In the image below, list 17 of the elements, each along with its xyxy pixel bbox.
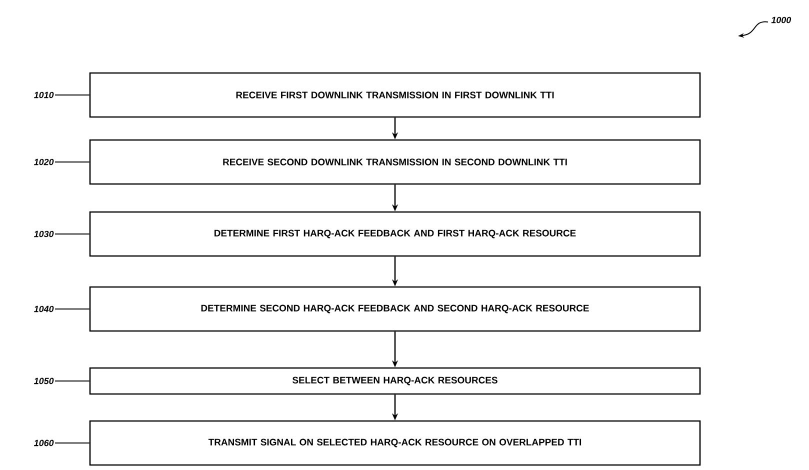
process-box: RECEIVE SECOND DOWNLINK TRANSMISSION IN SECOND DOWNLINK TTI — [89, 139, 701, 185]
process-box: RECEIVE FIRST DOWNLINK TRANSMISSION IN FIRST DOWNLINK TTI — [89, 72, 701, 118]
leader-line — [54, 94, 90, 96]
leader-line — [54, 442, 90, 444]
process-box: DETERMINE SECOND HARQ-ACK FEEDBACK AND SECOND HARQ-ACK RESOURCE — [89, 286, 701, 332]
process-box: SELECT BETWEEN HARQ-ACK RESOURCES — [89, 367, 701, 395]
process-box: TRANSMIT SIGNAL ON SELECTED HARQ-ACK RESOURCE ON OVERLAPPED TTI — [89, 420, 701, 466]
reference-numeral: 1010 — [34, 92, 54, 98]
reference-numeral: 1050 — [34, 378, 54, 384]
figure-number: 1000 — [771, 16, 792, 24]
leader-line — [54, 308, 90, 310]
process-box: DETERMINE FIRST HARQ-ACK FEEDBACK AND FIRST HARQ-ACK RESOURCE — [89, 211, 701, 257]
reference-numeral: 1030 — [34, 230, 54, 238]
reference-numeral: 1040 — [34, 306, 54, 312]
reference-numeral: 1060 — [34, 440, 54, 446]
reference-numeral: 1020 — [34, 158, 54, 166]
leader-line — [54, 380, 90, 382]
